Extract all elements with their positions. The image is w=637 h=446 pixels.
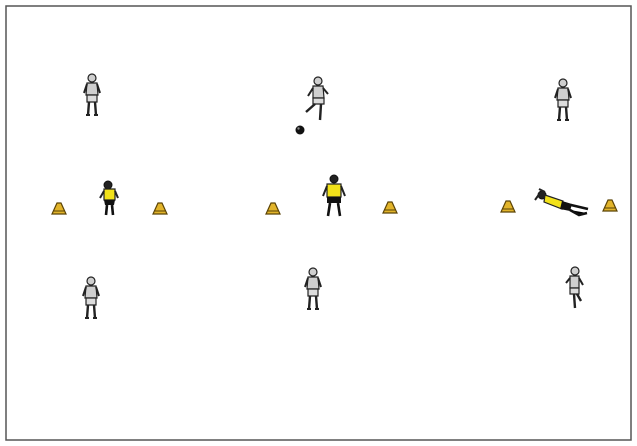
ball (296, 126, 305, 135)
field-border (6, 6, 631, 440)
